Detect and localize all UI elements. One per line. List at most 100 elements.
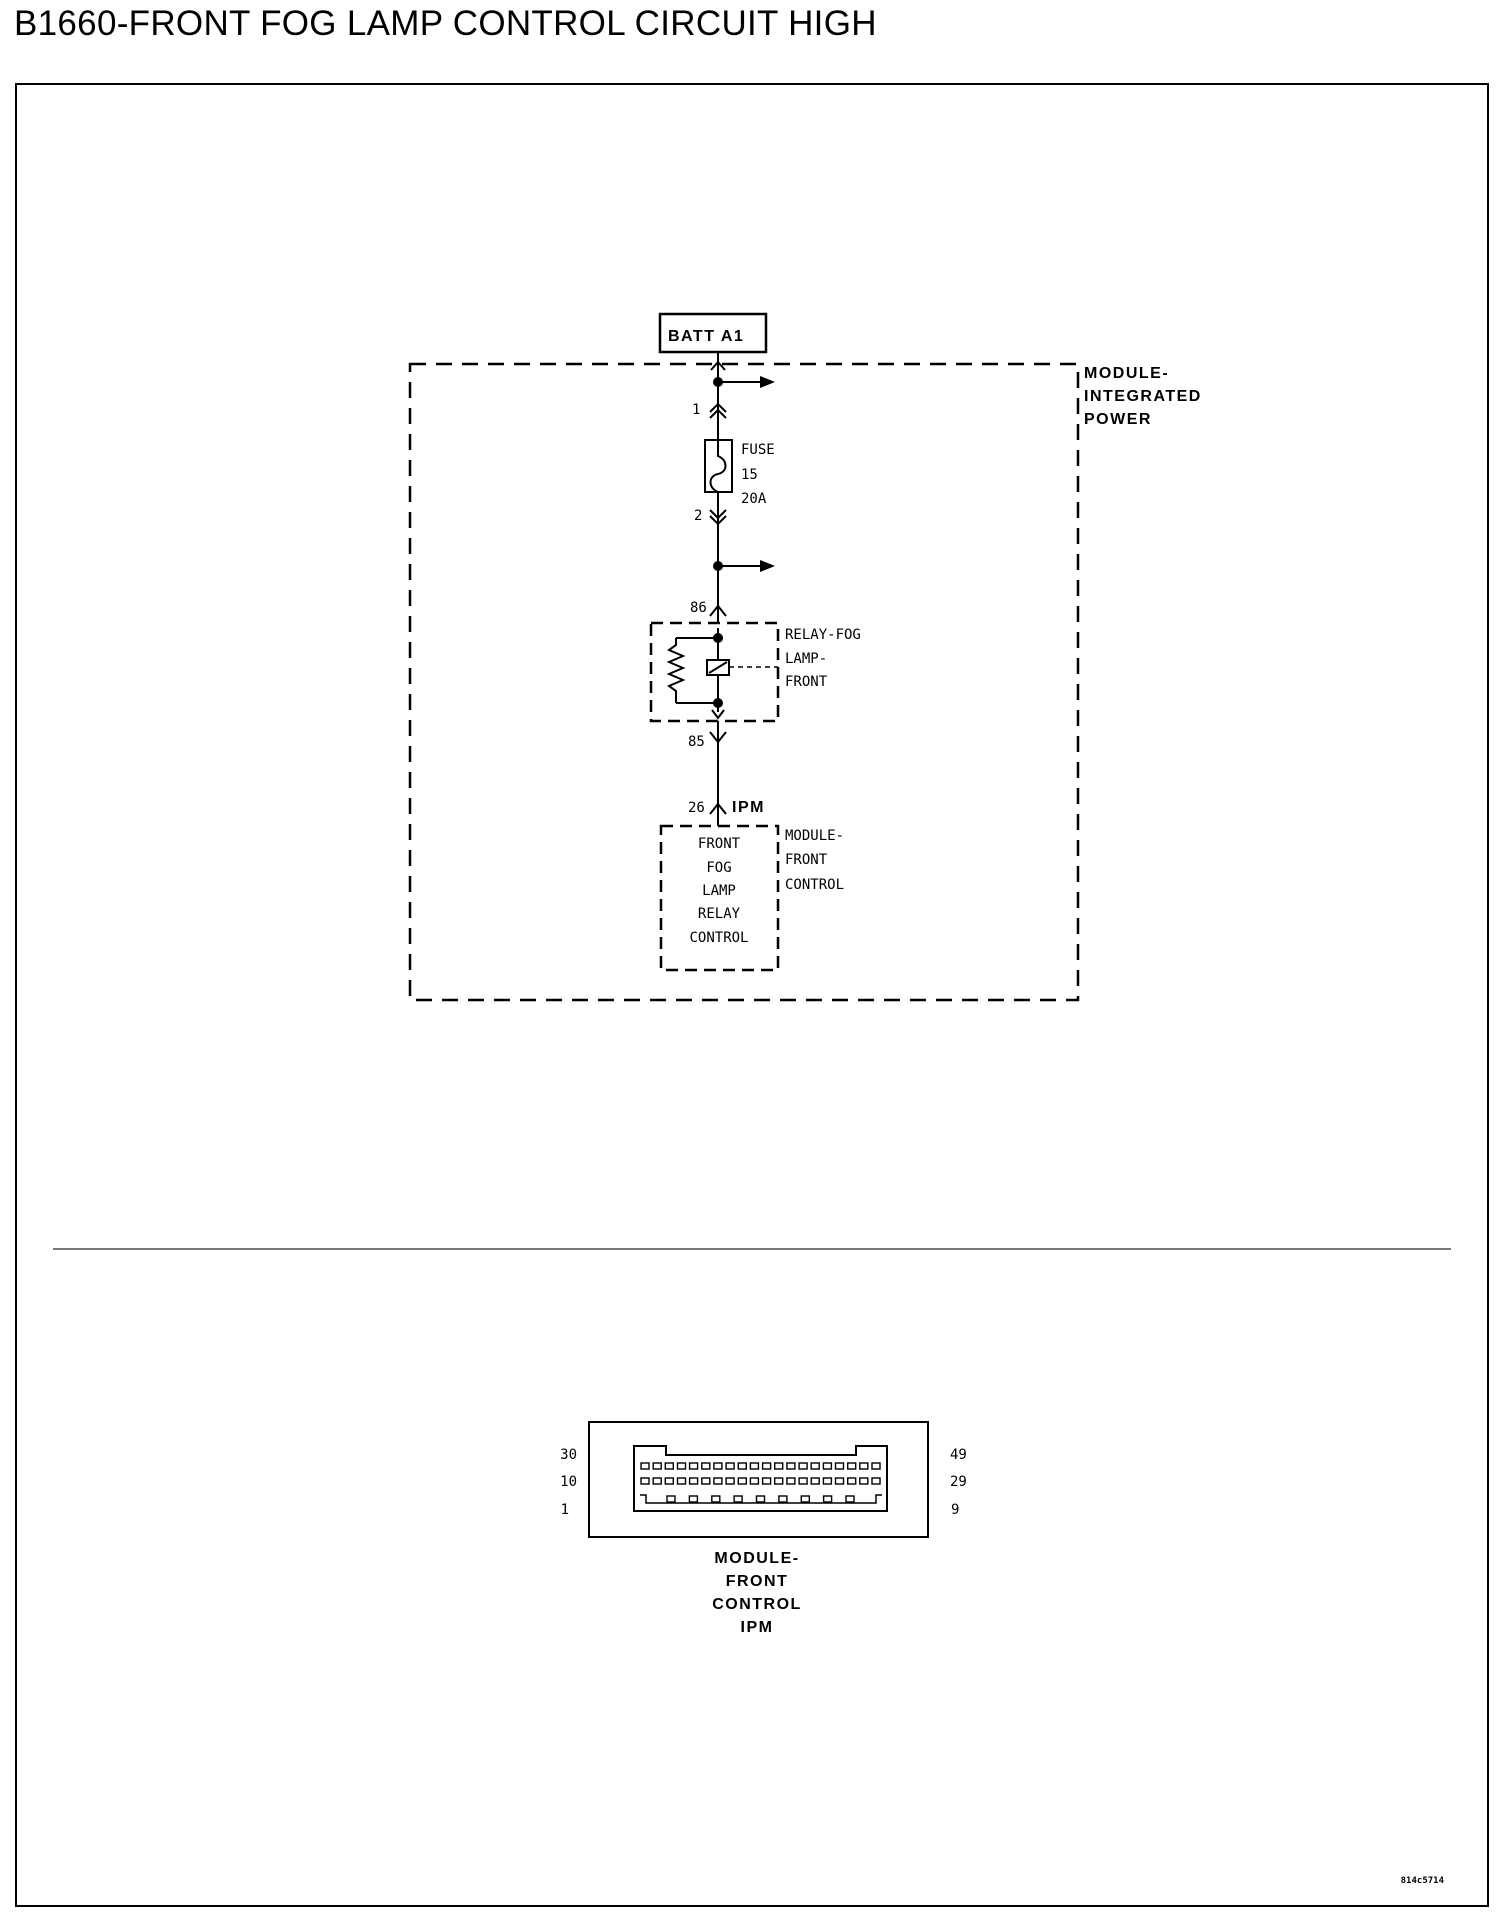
fuse-element — [709, 440, 727, 493]
pin-2-label: 2 — [694, 508, 702, 524]
pin-1-label: 1 — [692, 402, 700, 418]
fcm-boundary — [659, 824, 780, 972]
connector-pin-row-1-cavity — [774, 1462, 784, 1470]
fcm-module-label-2: FRONT — [785, 852, 828, 868]
connector-pin-row-1-cavity — [664, 1462, 674, 1470]
connector-pin-row-1-cavity — [871, 1462, 881, 1470]
fuse-body — [704, 439, 733, 493]
connector-pin-row-1-cavity — [834, 1462, 845, 1470]
connector-pin-row-2-cavity — [859, 1477, 869, 1485]
fcm-module-label-3: CONTROL — [785, 877, 844, 893]
connector-pin-row-1-cavity — [749, 1462, 760, 1470]
connector-pin-row-1-cavity — [725, 1462, 735, 1470]
connector-pin-row-1-cavity — [701, 1462, 711, 1470]
resistor-zigzag — [666, 638, 686, 703]
connector-left-pin-30: 30 — [560, 1447, 577, 1463]
pin-2-chevron-a — [709, 509, 727, 520]
pin-1-chevron-a — [709, 402, 727, 413]
connector-pin-row-3-cavity — [711, 1495, 721, 1503]
fcm-function-3: LAMP — [702, 883, 736, 899]
connector-right-pin-29: 29 — [950, 1474, 967, 1490]
ipm-module-label-2: INTEGRATED — [1084, 388, 1202, 405]
connector-pin-row-2-cavity — [676, 1477, 687, 1485]
connector-pin-row-2-cavity — [737, 1477, 747, 1485]
connector-pin-row-1-cavity — [652, 1462, 662, 1470]
connector-pin-row-1-cavity — [810, 1462, 820, 1470]
connector-pin-row-3-cavity — [733, 1495, 743, 1503]
pin-86-chevron — [709, 604, 727, 617]
fcm-module-label-1: MODULE- — [785, 828, 844, 844]
connector-pin-row-1-cavity — [737, 1462, 747, 1470]
pin-86-label: 86 — [690, 600, 707, 616]
connector-pin-row-2-cavity — [834, 1477, 845, 1485]
connector-left-pin-10: 10 — [560, 1474, 577, 1490]
branch-top-arrow — [760, 376, 775, 388]
connector-pin-row-3-cavity — [778, 1495, 788, 1503]
connector-key-step — [640, 1494, 882, 1504]
fcm-function-5: CONTROL — [689, 930, 748, 946]
fcm-function-1: FRONT — [698, 836, 741, 852]
connector-caption-2: FRONT — [726, 1573, 789, 1590]
connector-right-pin-49: 49 — [950, 1447, 967, 1463]
pin-85-inner-chevron — [711, 709, 725, 720]
connector-left-pin-1: 1 — [561, 1502, 569, 1518]
relay-coil-diagonal — [708, 661, 728, 674]
fuse-label-2: 15 — [741, 467, 758, 483]
connector-pin-row-3-cavity — [688, 1495, 699, 1503]
connector-pin-row-2-cavity — [640, 1477, 650, 1485]
connector-caption-4: IPM — [741, 1619, 774, 1636]
connector-face — [633, 1445, 888, 1512]
connector-pin-row-2-cavity — [761, 1477, 772, 1485]
fuse-label-3: 20A — [741, 491, 767, 507]
connector-pin-row-3-cavity — [822, 1495, 833, 1503]
connector-pin-row-3-cavity — [845, 1495, 855, 1503]
relay-label-1: RELAY-FOG — [785, 627, 861, 643]
batt-label: BATT A1 — [668, 328, 744, 345]
connector-pin-row-1-cavity — [713, 1462, 723, 1470]
connector-pin-row-1-cavity — [640, 1462, 650, 1470]
connector-pin-row-2-cavity — [810, 1477, 820, 1485]
connector-pin-row-2-cavity — [871, 1477, 881, 1485]
connector-pin-row-1-cavity — [761, 1462, 772, 1470]
pin-26-label: 26 — [688, 800, 705, 816]
connector-pin-row-1-cavity — [786, 1462, 796, 1470]
batt-label-box — [658, 312, 768, 354]
connector-pin-row-2-cavity — [701, 1477, 711, 1485]
fuse-label-1: FUSE — [741, 442, 775, 458]
fcm-function-2: FOG — [706, 860, 731, 876]
connector-pin-row-2-cavity — [786, 1477, 796, 1485]
connector-pin-row-2-cavity — [847, 1477, 857, 1485]
pin-85-label: 85 — [688, 734, 705, 750]
connector-pin-row-3-cavity — [800, 1495, 810, 1503]
connector-caption-3: CONTROL — [712, 1596, 802, 1613]
connector-pin-row-2-cavity — [713, 1477, 723, 1485]
connector-pin-row-2-cavity — [822, 1477, 833, 1485]
pin-85-chevron — [709, 731, 727, 744]
pin-2-chevron-b — [709, 515, 727, 526]
connector-pin-row-2-cavity — [749, 1477, 760, 1485]
branch-mid-arrow — [760, 560, 775, 572]
connector-pin-row-2-cavity — [664, 1477, 674, 1485]
connector-pin-row-2-cavity — [798, 1477, 808, 1485]
connector-pin-row-1-cavity — [822, 1462, 833, 1470]
connector-pin-row-2-cavity — [774, 1477, 784, 1485]
connector-pin-row-2-cavity — [725, 1477, 735, 1485]
drawing-code: 814c5714 — [1401, 1876, 1445, 1886]
connector-pin-row-3-cavity — [666, 1495, 676, 1503]
pin-26-chevron — [709, 802, 727, 815]
ipm-module-label-1: MODULE- — [1084, 365, 1169, 382]
ipm-module-label-3: POWER — [1084, 411, 1152, 428]
connector-pin-row-1-cavity — [798, 1462, 808, 1470]
connector-pin-row-1-cavity — [676, 1462, 687, 1470]
connector-pin-row-2-cavity — [652, 1477, 662, 1485]
connector-pin-grid — [640, 1462, 881, 1503]
pin-1-chevron-b — [709, 408, 727, 419]
connector-pin-row-1-cavity — [688, 1462, 699, 1470]
relay-label-2: LAMP- — [785, 651, 827, 667]
chevron-batt — [710, 360, 726, 371]
relay-label-3: FRONT — [785, 674, 828, 690]
connector-pin-row-2-cavity — [688, 1477, 699, 1485]
diagram-frame — [15, 83, 1489, 1907]
connector-pin-row-3-cavity — [755, 1495, 766, 1503]
